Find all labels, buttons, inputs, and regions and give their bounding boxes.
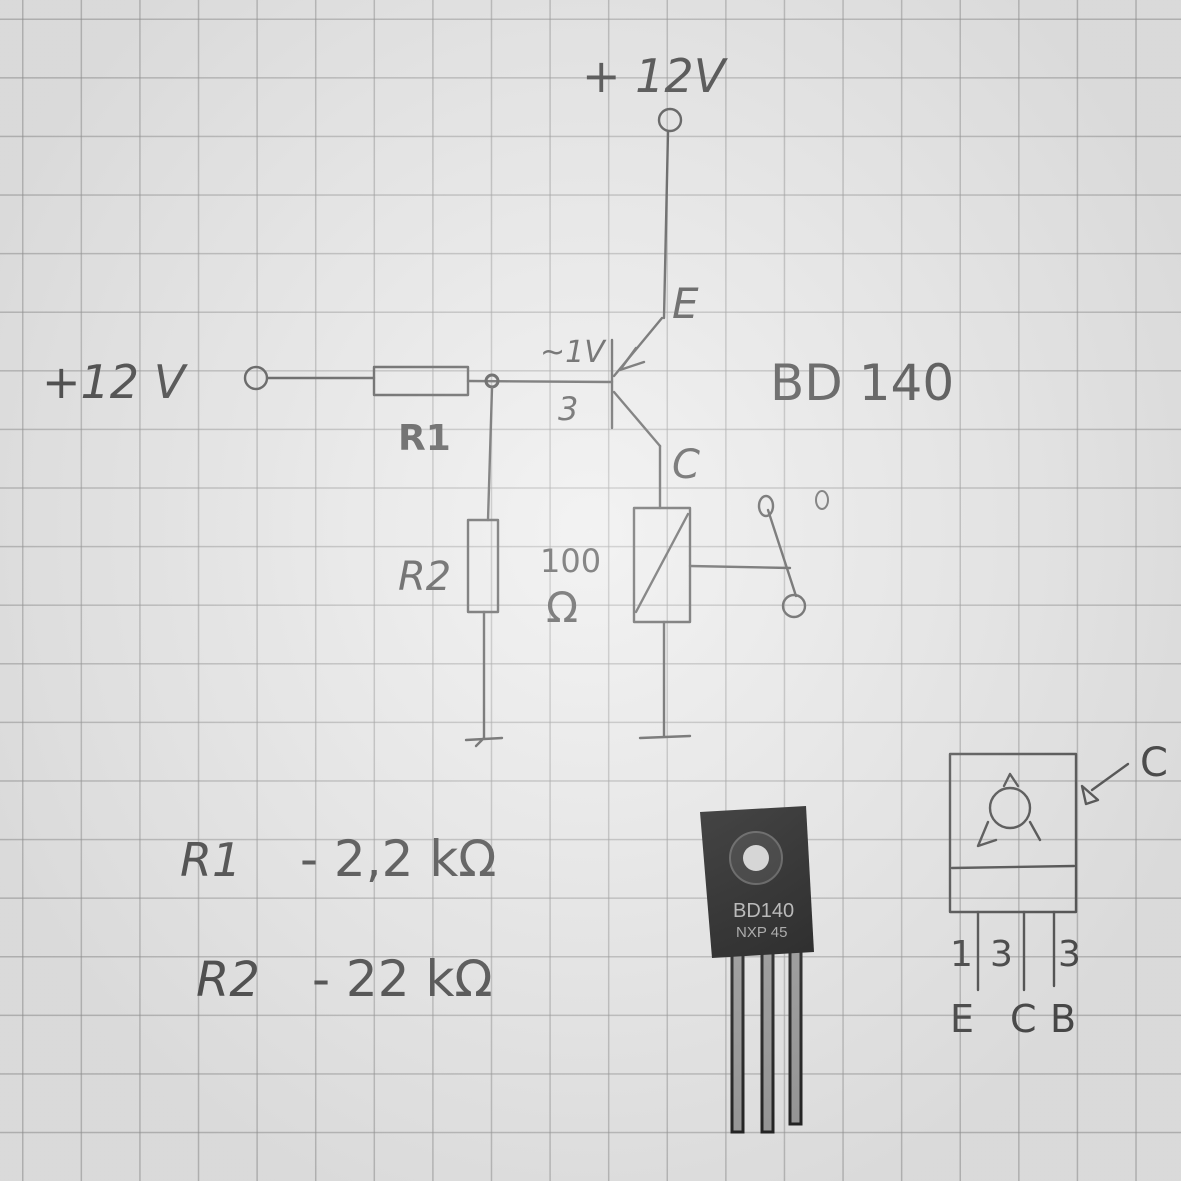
pin-letter-b: B	[1050, 997, 1076, 1041]
pin-letter-c: C	[1010, 997, 1037, 1041]
mounting-ring	[729, 831, 783, 885]
collector-label: C	[672, 442, 700, 488]
transistor-package	[700, 806, 814, 958]
r2-name: R2	[196, 952, 260, 1008]
transistor-photo: BD140 NXP 45	[700, 806, 814, 1134]
package-marking-1: BD140	[733, 900, 794, 922]
base-wire	[466, 379, 614, 384]
relay-unit: Ω	[546, 583, 578, 632]
mounting-hole	[743, 845, 769, 871]
r1-name: R1	[180, 833, 241, 887]
relay-coil-diagonal	[634, 512, 690, 614]
pinout-hole-ticks	[976, 772, 1042, 848]
switch-contact-top-left	[757, 494, 775, 518]
pin-number-2: 3	[990, 934, 1013, 975]
transistor-emitter-leg	[612, 316, 664, 378]
base-pin-label: 3	[558, 390, 578, 428]
ground-symbol-left	[464, 736, 504, 748]
pinout-package-outline	[948, 752, 1078, 914]
transistor-name: BD 140	[770, 354, 954, 412]
r1-resistor	[372, 365, 470, 397]
r1-label: R1	[398, 418, 451, 459]
supply-left-terminal	[243, 365, 269, 391]
supply-top-label: + 12V	[582, 49, 729, 103]
emitter-label: E	[672, 279, 699, 328]
pinout-hole	[988, 786, 1032, 830]
pin-left	[730, 944, 745, 1134]
relay-value: 100	[540, 542, 601, 580]
r2-resistor	[466, 518, 500, 614]
relay-coil	[632, 506, 692, 624]
r2-top-wire	[486, 386, 494, 522]
supply-top-terminal	[657, 107, 683, 133]
pin-right	[788, 944, 803, 1126]
r1-value: - 2,2 kΩ	[300, 830, 497, 888]
package-marking-2: NXP 45	[736, 924, 787, 941]
switch-contact-bottom	[781, 593, 807, 619]
emitter-wire	[662, 130, 670, 320]
junction-dot	[484, 373, 500, 389]
pinout-tab-label: C	[1140, 740, 1168, 786]
pin-number-3: 3	[1058, 934, 1081, 975]
emitter-arrow	[618, 346, 646, 372]
switch-contact-top-right	[815, 490, 829, 510]
relay-link	[688, 564, 792, 570]
supply-left-label: +12 V	[42, 355, 189, 409]
pin-number-1: 1	[950, 934, 973, 975]
r2-label: R2	[398, 554, 451, 600]
pin-letter-e: E	[950, 997, 974, 1041]
r2-value: - 22 kΩ	[312, 950, 493, 1008]
pinout-tab-arrow	[1080, 762, 1130, 806]
switch-arm	[766, 508, 798, 598]
transistor-collector-leg	[612, 390, 662, 448]
pinout-tab-line	[950, 864, 1076, 870]
ground-symbol-right	[638, 734, 692, 740]
pinout-sketch: C 1 3 3 E C B	[948, 740, 1168, 1041]
pin-middle	[760, 944, 775, 1134]
base-voltage-label: ~1V	[540, 335, 607, 370]
